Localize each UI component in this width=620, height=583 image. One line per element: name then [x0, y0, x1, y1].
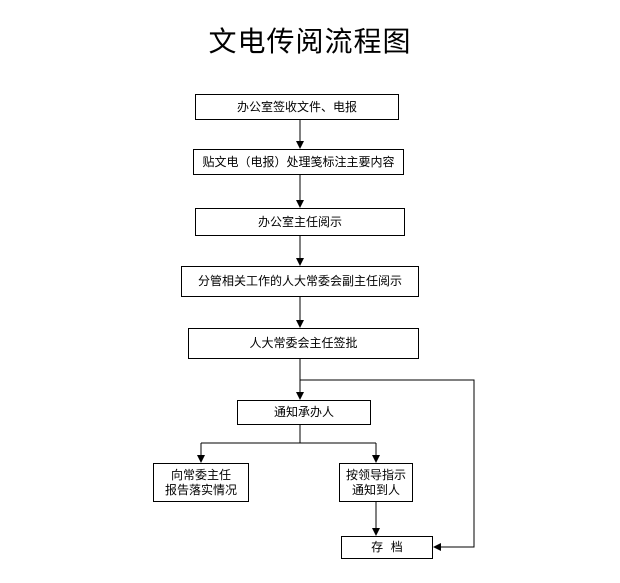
- step-vice-director-box: 分管相关工作的人大常委会副主任阅示: [181, 266, 419, 297]
- step-notify-handler-box: 通知承办人: [237, 400, 371, 425]
- step-receive-box: 办公室签收文件、电报: [195, 94, 399, 120]
- step-archive-box: 存 档: [341, 536, 433, 559]
- step-notify-by-leader-box: 按领导指示 通知到人: [339, 463, 413, 502]
- step-report-to-committee-box: 向常委主任 报告落实情况: [153, 463, 249, 502]
- step-annotate-box: 贴文电（电报）处理笺标注主要内容: [193, 149, 404, 175]
- step-office-director-box: 办公室主任阅示: [195, 208, 405, 236]
- step-director-approve-box: 人大常委会主任签批: [188, 328, 419, 359]
- arrow-director-approve-to-archive: [300, 379, 475, 551]
- diagram-title: 文电传阅流程图: [208, 25, 412, 58]
